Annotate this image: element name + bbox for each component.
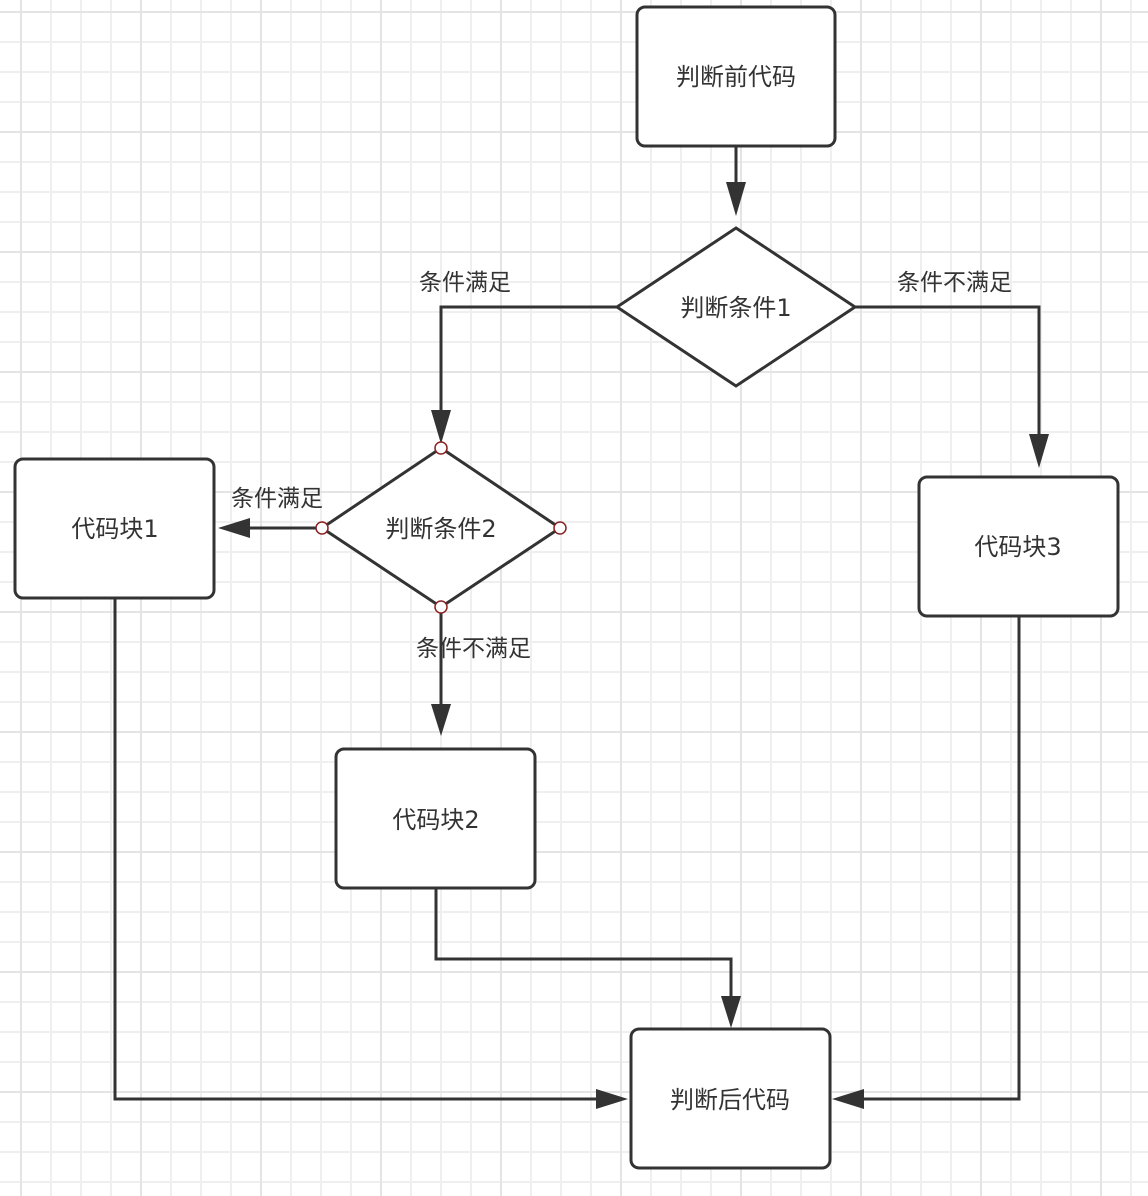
connection-port-left[interactable] xyxy=(315,521,329,535)
edge-cond2-to-block2[interactable] xyxy=(431,607,451,736)
node-code-block-1[interactable]: 代码块1 xyxy=(13,457,216,600)
arrowhead xyxy=(431,410,451,444)
arrowhead xyxy=(218,518,250,538)
connection-port-right[interactable] xyxy=(553,521,567,535)
node-before-code[interactable]: 判断前代码 xyxy=(635,5,837,148)
edge-block3-to-after[interactable] xyxy=(832,617,1021,1109)
node-after-code[interactable]: 判断后代码 xyxy=(629,1027,832,1170)
node-label: 代码块2 xyxy=(392,806,479,834)
node-code-block-3[interactable]: 代码块3 xyxy=(917,475,1120,618)
node-condition-1[interactable]: 判断条件1 xyxy=(614,226,858,388)
edge-cond2-to-block1[interactable] xyxy=(218,518,322,538)
edge-cond1-to-cond2[interactable] xyxy=(431,305,617,444)
edge-block2-to-after[interactable] xyxy=(434,888,741,1028)
edge-before-to-cond1[interactable] xyxy=(726,147,746,216)
edge-cond1-to-block3[interactable] xyxy=(855,305,1049,468)
edge-label-cond1-yes: 条件满足 xyxy=(419,270,511,296)
arrowhead xyxy=(721,996,741,1028)
arrowhead xyxy=(832,1089,864,1109)
arrowhead xyxy=(596,1089,628,1109)
node-label: 代码块1 xyxy=(71,515,158,543)
connection-port-top[interactable] xyxy=(434,441,448,455)
connection-port-bottom[interactable] xyxy=(434,600,448,614)
node-label: 判断条件2 xyxy=(385,515,496,543)
arrowhead xyxy=(431,704,451,736)
node-condition-2[interactable]: 判断条件2 xyxy=(315,441,567,614)
edge-block1-to-after[interactable] xyxy=(113,598,628,1109)
node-label: 代码块3 xyxy=(974,533,1061,561)
arrowhead xyxy=(726,182,746,216)
node-label: 判断后代码 xyxy=(670,1086,790,1114)
node-code-block-2[interactable]: 代码块2 xyxy=(334,747,537,890)
edge-label-cond2-no: 条件不满足 xyxy=(416,636,531,662)
node-label: 判断前代码 xyxy=(676,63,796,91)
arrowhead xyxy=(1029,434,1049,468)
edge-label-cond1-no: 条件不满足 xyxy=(897,270,1012,296)
edge-label-cond2-yes: 条件满足 xyxy=(231,486,323,512)
node-label: 判断条件1 xyxy=(680,294,791,322)
